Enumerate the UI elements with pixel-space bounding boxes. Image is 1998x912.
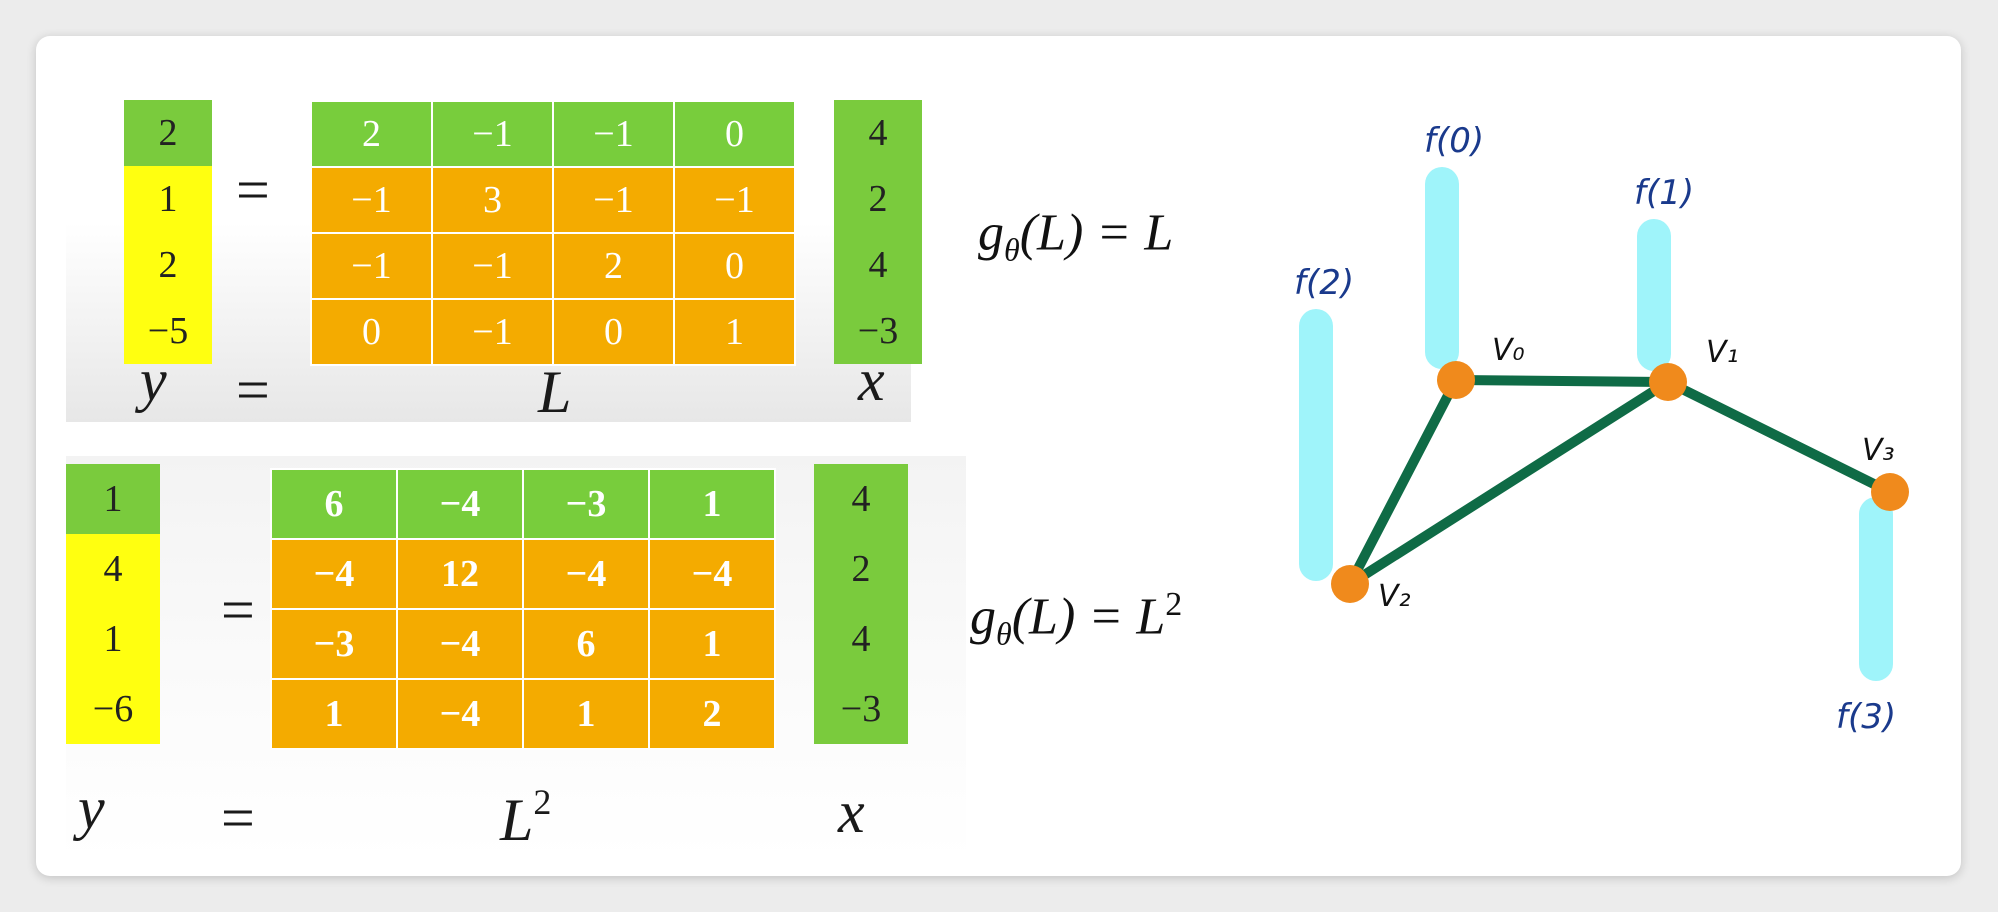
matrix-label: L2 [500,782,552,853]
node-label-v0: V₀ [1492,333,1525,368]
matrix-cell: 1 [650,610,774,678]
matrix-cell: −1 [433,234,552,298]
matrix-cell: 1 [272,680,396,748]
equals-sign: = [236,157,270,223]
edge-v0-v2 [1345,375,1461,589]
matrix-cell: −4 [524,540,648,608]
matrix-cell: 2 [650,680,774,748]
signal-label-v0: f(0) [1424,121,1484,161]
matrix-cell: 0 [675,234,794,298]
matrix-cell: −4 [398,470,522,538]
filter-formula-l-squared: gθ(L) = L2 [970,586,1183,652]
node-v3 [1871,473,1909,511]
filter-formula-l: gθ(L) = L [978,204,1174,268]
matrix-cell: −4 [272,540,396,608]
equals-sign: = [221,785,255,851]
node-label-v3: V₃ [1862,433,1895,468]
x-vector: 4 2 4 −3 [814,464,908,744]
matrix-cell: 1 [675,300,794,364]
x-label: x [838,779,865,845]
x-cell: 4 [814,464,908,534]
signal-label-v3: f(3) [1836,697,1896,737]
matrix-exponent: 2 [533,782,552,822]
node-label-v2: V₂ [1378,579,1411,614]
y-cell: 2 [124,232,212,298]
y-cell: 1 [66,604,160,674]
y-label: y [78,775,105,841]
matrix-cell: 6 [272,470,396,538]
matrix-cell: −1 [554,102,673,166]
signal-label-v1: f(1) [1634,173,1694,213]
matrix-cell: −1 [312,168,431,232]
matrix-label: L [538,359,572,425]
matrix-cell: 2 [554,234,673,298]
equation-panel-l-squared: 1 4 1 −6 = 6 −4 −3 1 −4 12 −4 −4 −3 −4 6… [66,456,966,861]
laplacian-squared-matrix: 6 −4 −3 1 −4 12 −4 −4 −3 −4 6 1 1 −4 1 2 [270,468,776,750]
equals-sign: = [236,357,270,423]
x-cell: −3 [814,674,908,744]
matrix-cell: −4 [650,540,774,608]
matrix-cell: −4 [398,680,522,748]
edge-v1-v2 [1345,377,1673,589]
x-vector: 4 2 4 −3 [834,100,922,364]
x-cell: −3 [834,298,922,364]
x-cell: 2 [834,166,922,232]
x-label: x [858,347,885,413]
y-cell: 1 [66,464,160,534]
matrix-cell: 3 [433,168,552,232]
node-v1 [1649,363,1687,401]
equation-panel-l: 2 1 2 −5 = 2 −1 −1 0 −1 3 −1 −1 −1 −1 2 … [66,60,922,425]
matrix-cell: 0 [312,300,431,364]
matrix-cell: −1 [554,168,673,232]
y-cell: 2 [124,100,212,166]
y-label: y [140,347,167,413]
graph-diagram: V₀ f(0) V₁ f(1) V₂ f(2) V₃ f(3) [1294,121,1909,737]
matrix-cell: 1 [524,680,648,748]
matrix-cell: −1 [433,102,552,166]
equals-sign: = [221,577,255,643]
matrix-cell: −3 [524,470,648,538]
y-cell: −5 [124,298,212,364]
matrix-cell: −1 [312,234,431,298]
y-cell: −6 [66,674,160,744]
x-cell: 4 [834,232,922,298]
x-cell: 4 [814,604,908,674]
y-cell: 4 [66,534,160,604]
y-vector: 1 4 1 −6 [66,464,160,744]
figure-card: 2 1 2 −5 = 2 −1 −1 0 −1 3 −1 −1 −1 −1 2 … [36,36,1961,876]
laplacian-matrix: 2 −1 −1 0 −1 3 −1 −1 −1 −1 2 0 0 −1 0 1 [310,100,796,366]
matrix-cell: 0 [675,102,794,166]
matrix-cell: −1 [433,300,552,364]
y-cell: 1 [124,166,212,232]
matrix-cell: −4 [398,610,522,678]
node-label-v1: V₁ [1706,335,1739,370]
x-cell: 4 [834,100,922,166]
matrix-cell: 2 [312,102,431,166]
signal-label-v2: f(2) [1294,263,1354,303]
matrix-cell: 6 [524,610,648,678]
matrix-cell: 1 [650,470,774,538]
node-v0 [1437,361,1475,399]
matrix-cell: −3 [272,610,396,678]
node-v2 [1331,565,1369,603]
edge-v1-v3 [1663,377,1895,497]
x-cell: 2 [814,534,908,604]
edge-v0-v1 [1451,375,1673,387]
matrix-cell: −1 [675,168,794,232]
y-vector: 2 1 2 −5 [124,100,212,364]
matrix-cell: 12 [398,540,522,608]
matrix-cell: 0 [554,300,673,364]
